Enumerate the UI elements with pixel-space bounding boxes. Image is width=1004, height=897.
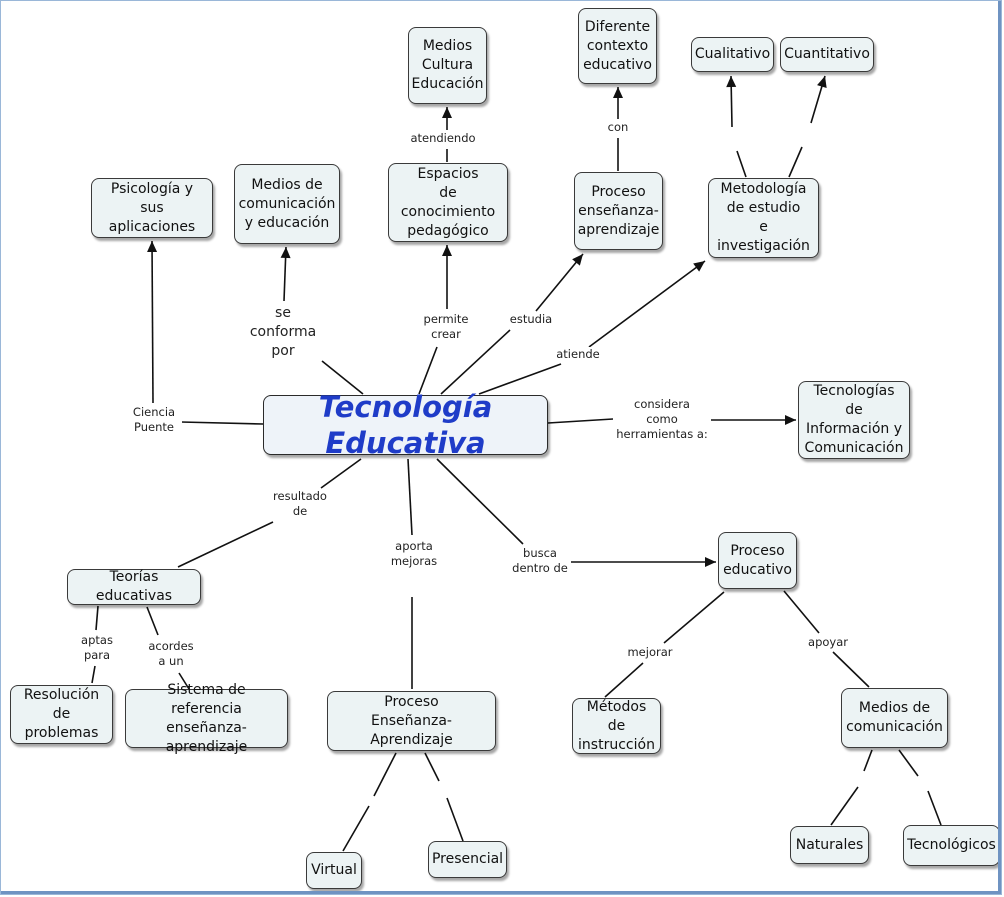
arrowhead-estudia-to-proceso	[572, 254, 583, 266]
node-proceso-ensenanza-aprendizaje-top[interactable]: Proceso enseñanza- aprendizaje	[574, 172, 663, 250]
link-label-permite-crear: permite crear	[416, 312, 476, 344]
node-medios-cultura-educacion[interactable]: Medios Cultura Educación	[408, 27, 487, 104]
node-proceso-educativo[interactable]: Proceso educativo	[718, 532, 797, 589]
link-label-con: con	[604, 120, 632, 136]
node-virtual[interactable]: Virtual	[306, 852, 362, 889]
link-label-mejorar: mejorar	[622, 645, 678, 661]
arrowhead-con-to-diferente	[613, 87, 623, 98]
node-teorias-educativas[interactable]: Teorías educativas	[67, 569, 201, 605]
node-tecnologicos[interactable]: Tecnológicos	[903, 825, 1000, 866]
node-tic[interactable]: Tecnologías de Información y Comunicació…	[798, 381, 910, 459]
frame-edge-bottom	[1, 891, 1001, 894]
link-label-acordes-a-un: acordes a un	[144, 639, 198, 671]
connector-main-to-resultado	[320, 458, 362, 489]
connector-mejorar-to-metodos	[604, 662, 644, 698]
connector-ciencia-to-psicologia	[151, 240, 154, 404]
connector-acordes-to-sistema	[178, 672, 190, 690]
node-sistema-referencia[interactable]: Sistema de referencia enseñanza-aprendiz…	[125, 682, 288, 755]
connector-main-to-estudia	[440, 329, 511, 395]
link-label-atiende: atiende	[552, 347, 604, 363]
node-metodologia[interactable]: Metodología de estudio e investigación	[708, 178, 819, 258]
connector-aptas-to-resolucion	[91, 665, 96, 684]
connector-metodologia-to-cualitativo-a	[736, 150, 747, 178]
link-label-resultado-de: resultado de	[269, 489, 331, 521]
connector-main-to-aporta	[407, 458, 413, 536]
link-label-considera: considera como herramientas a:	[613, 397, 711, 445]
connector-main-to-se-conforma	[321, 360, 364, 395]
node-metodos-instruccion[interactable]: Métodos de instrucción	[572, 698, 661, 754]
connector-atiende-to-metodologia	[588, 260, 706, 348]
connector-proceso-ea-to-presencial-b	[446, 797, 464, 842]
frame-edge-right	[998, 1, 1001, 894]
arrowhead-considera-to-tic	[785, 415, 796, 425]
connector-medios-to-naturales-a	[863, 749, 873, 772]
node-medios-comunicacion[interactable]: Medios de comunicación	[841, 688, 948, 748]
connector-educativo-to-apoyar	[783, 590, 820, 634]
connector-ciencia-to-main	[180, 421, 264, 425]
link-label-aptas-para: aptas para	[75, 633, 119, 665]
connector-apoyar-to-medios	[832, 651, 870, 688]
connector-medios-to-tecnologicos-a	[898, 749, 919, 777]
arrowhead-atendiendo-to-medios-cultura	[442, 107, 452, 118]
node-naturales[interactable]: Naturales	[790, 826, 869, 864]
connector-teorias-to-acordes	[146, 606, 159, 636]
node-diferente-contexto[interactable]: Diferente contexto educativo	[578, 8, 657, 84]
link-label-se-conforma-por: se conforma por	[245, 304, 321, 362]
connector-medios-to-tecnologicos-b	[927, 790, 942, 826]
connector-medios-to-naturales-b	[830, 786, 859, 826]
node-cuantitativo[interactable]: Cuantitativo	[780, 37, 874, 72]
connector-resultado-to-teorias	[177, 521, 274, 568]
node-proceso-ensenanza-aprendizaje-bottom[interactable]: Proceso Enseñanza-Aprendizaje	[327, 691, 496, 751]
node-espacios-conocimiento[interactable]: Espacios de conocimiento pedagógico	[388, 163, 508, 242]
link-label-aporta-mejoras: aporta mejoras	[386, 539, 442, 571]
connector-main-to-considera	[547, 418, 614, 424]
connector-proceso-ea-to-virtual-b	[342, 805, 370, 852]
connector-proceso-ea-to-presencial-a	[424, 752, 440, 782]
arrowhead-atiende-to-metodologia	[693, 261, 705, 272]
node-cualitativo[interactable]: Cualitativo	[691, 37, 774, 72]
connector-main-to-busca	[436, 458, 524, 545]
node-medios-comunicacion-educacion[interactable]: Medios de comunicación y educación	[234, 164, 340, 244]
link-label-ciencia-puente: Ciencia Puente	[126, 405, 182, 439]
node-psicologia[interactable]: Psicología y sus aplicaciones	[91, 178, 213, 238]
connector-estudia-to-proceso	[535, 253, 584, 312]
node-presencial[interactable]: Presencial	[428, 841, 507, 878]
arrowhead-metodologia-to-cuantitativo-b	[817, 76, 827, 88]
arrowhead-busca-to-proceso-educativo	[705, 557, 716, 567]
link-label-atendiendo: atendiendo	[407, 131, 479, 147]
arrowhead-permite-to-espacios	[442, 245, 452, 256]
connector-main-to-permite	[418, 346, 438, 395]
link-label-estudia: estudia	[506, 312, 556, 328]
connector-educativo-to-mejorar	[663, 591, 725, 644]
connector-metodologia-to-cuantitativo-a	[788, 146, 803, 178]
arrowhead-se-conforma-to-medios	[280, 247, 291, 259]
arrowhead-ciencia-to-psicologia	[147, 241, 158, 253]
connector-main-to-atiende	[478, 363, 562, 395]
node-resolucion-problemas[interactable]: Resolución de problemas	[10, 685, 113, 744]
connector-teorias-to-aptas	[95, 605, 99, 631]
arrowhead-metodologia-to-cualitativo-b	[726, 76, 737, 88]
link-label-busca-dentro-de: busca dentro de	[510, 546, 570, 578]
link-label-apoyar: apoyar	[802, 635, 854, 651]
connector-proceso-ea-to-virtual-a	[373, 752, 397, 797]
node-tecnologia-educativa[interactable]: Tecnología Educativa	[263, 390, 548, 460]
